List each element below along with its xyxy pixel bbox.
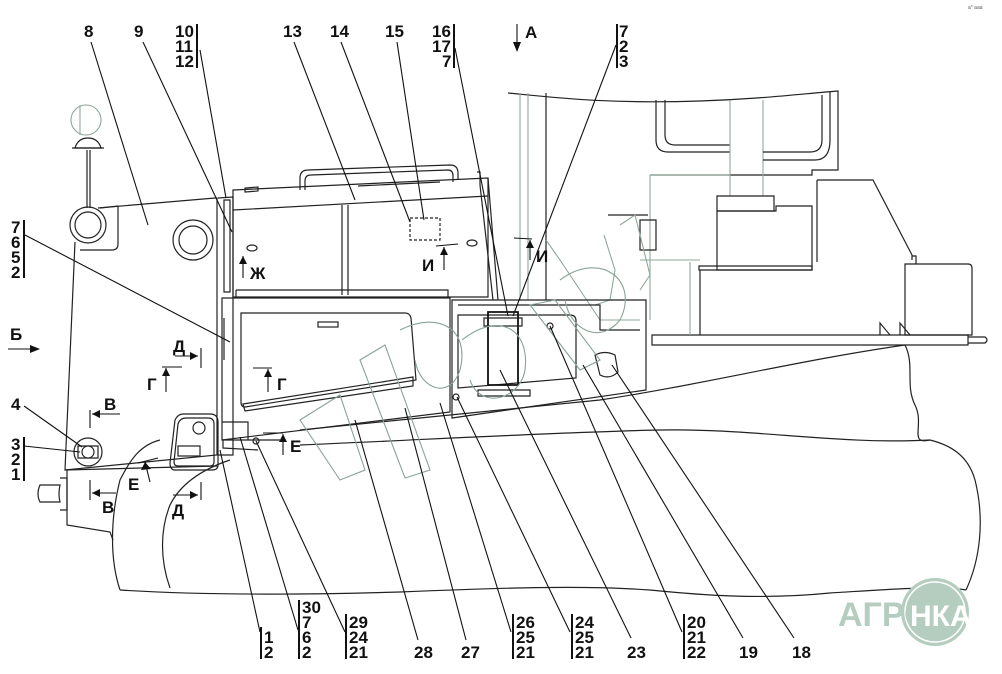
callout-b-25b: 25	[575, 628, 594, 647]
callout-b-21d: 21	[687, 628, 706, 647]
section-v-upper: В	[104, 395, 116, 414]
logo-text-right: НКА	[910, 600, 972, 633]
callout-7-right: 7	[619, 22, 628, 41]
callout-2-right: 2	[619, 37, 628, 56]
callout-b-20: 20	[687, 613, 706, 632]
callout-b-2b: 2	[302, 643, 311, 662]
corner-mark: a° aaa	[968, 5, 983, 11]
callout-10: 10	[175, 22, 194, 41]
section-g-left: Г	[147, 375, 157, 394]
callout-b-29: 29	[349, 613, 368, 632]
callout-b-2: 2	[264, 643, 273, 662]
left-bracket	[37, 197, 218, 541]
callout-b-25: 25	[516, 628, 535, 647]
callout-b-23: 23	[627, 643, 646, 662]
callout-b-30: 30	[302, 598, 321, 617]
callout-11: 11	[175, 37, 193, 56]
callout-12: 12	[175, 52, 194, 71]
agronka-logo: АГРО НКА	[838, 578, 972, 646]
callout-7-left: 7	[11, 218, 20, 237]
callout-b-24b: 24	[575, 613, 594, 632]
callout-6-left: 6	[11, 233, 20, 252]
callout-b-7: 7	[302, 613, 311, 632]
section-d-lower: Д	[172, 501, 184, 520]
mount-plate	[64, 413, 219, 471]
view-marker-b: Б	[8, 325, 40, 353]
callout-2-left: 2	[11, 263, 20, 282]
view-label-a: А	[525, 23, 537, 42]
leader-lines	[23, 41, 795, 641]
callout-15: 15	[385, 22, 404, 41]
view-label-b: Б	[10, 325, 22, 344]
callout-b-27: 27	[461, 643, 480, 662]
section-i-left: И	[422, 256, 434, 275]
logo-text-left: АГРО	[838, 596, 931, 634]
section-g-box: Г	[277, 375, 287, 394]
callout-16: 16	[432, 22, 451, 41]
callout-b-28: 28	[414, 643, 433, 662]
section-zh: Ж	[249, 264, 266, 283]
callout-b-24: 24	[349, 628, 368, 647]
callouts-top: 8 9 10 11 12 13 14 15 16 17 7 7 2 3	[84, 22, 628, 71]
callout-3-right: 3	[619, 52, 628, 71]
callout-b-21: 21	[349, 643, 368, 662]
section-e-right: Е	[290, 437, 301, 456]
callout-b-26: 26	[516, 613, 535, 632]
lamp	[70, 104, 104, 208]
callout-b-18: 18	[792, 643, 811, 662]
callout-b-21c: 21	[575, 643, 594, 662]
callouts-bottom: 1 2 30 7 6 2 29 24 21 28 27 26 25 21 24 …	[260, 598, 811, 662]
callout-b-21b: 21	[516, 643, 535, 662]
callout-b-22: 22	[687, 643, 706, 662]
callout-b-19: 19	[739, 643, 758, 662]
callout-b-1: 1	[264, 628, 273, 647]
filter-box	[451, 299, 647, 419]
callout-1-left: 1	[11, 465, 20, 484]
section-markers: В В Д Д Г Г Е Е	[89, 237, 548, 520]
callout-9: 9	[134, 22, 143, 41]
battery-box	[217, 164, 499, 456]
section-d-upper: Д	[173, 337, 185, 356]
callout-b-6: 6	[302, 628, 311, 647]
section-v-lower: В	[102, 498, 114, 517]
callout-13: 13	[283, 22, 302, 41]
cab-outline	[507, 90, 988, 346]
callout-8: 8	[84, 22, 93, 41]
callout-7-top: 7	[442, 52, 451, 71]
section-i-right: И	[536, 247, 548, 266]
frame-lower-outline	[111, 344, 981, 598]
callout-17: 17	[432, 37, 451, 56]
callouts-left: 7 6 5 2 4 3 2 1	[11, 218, 25, 484]
callout-5-left: 5	[11, 248, 20, 267]
callout-2-left-b: 2	[11, 450, 20, 469]
tool-box	[221, 289, 451, 451]
callout-4: 4	[11, 395, 21, 414]
view-marker-a: А	[513, 23, 537, 52]
watermark-outline	[299, 267, 626, 481]
callout-14: 14	[330, 22, 349, 41]
callout-3-left: 3	[11, 435, 20, 454]
section-e-left: Е	[128, 475, 139, 494]
